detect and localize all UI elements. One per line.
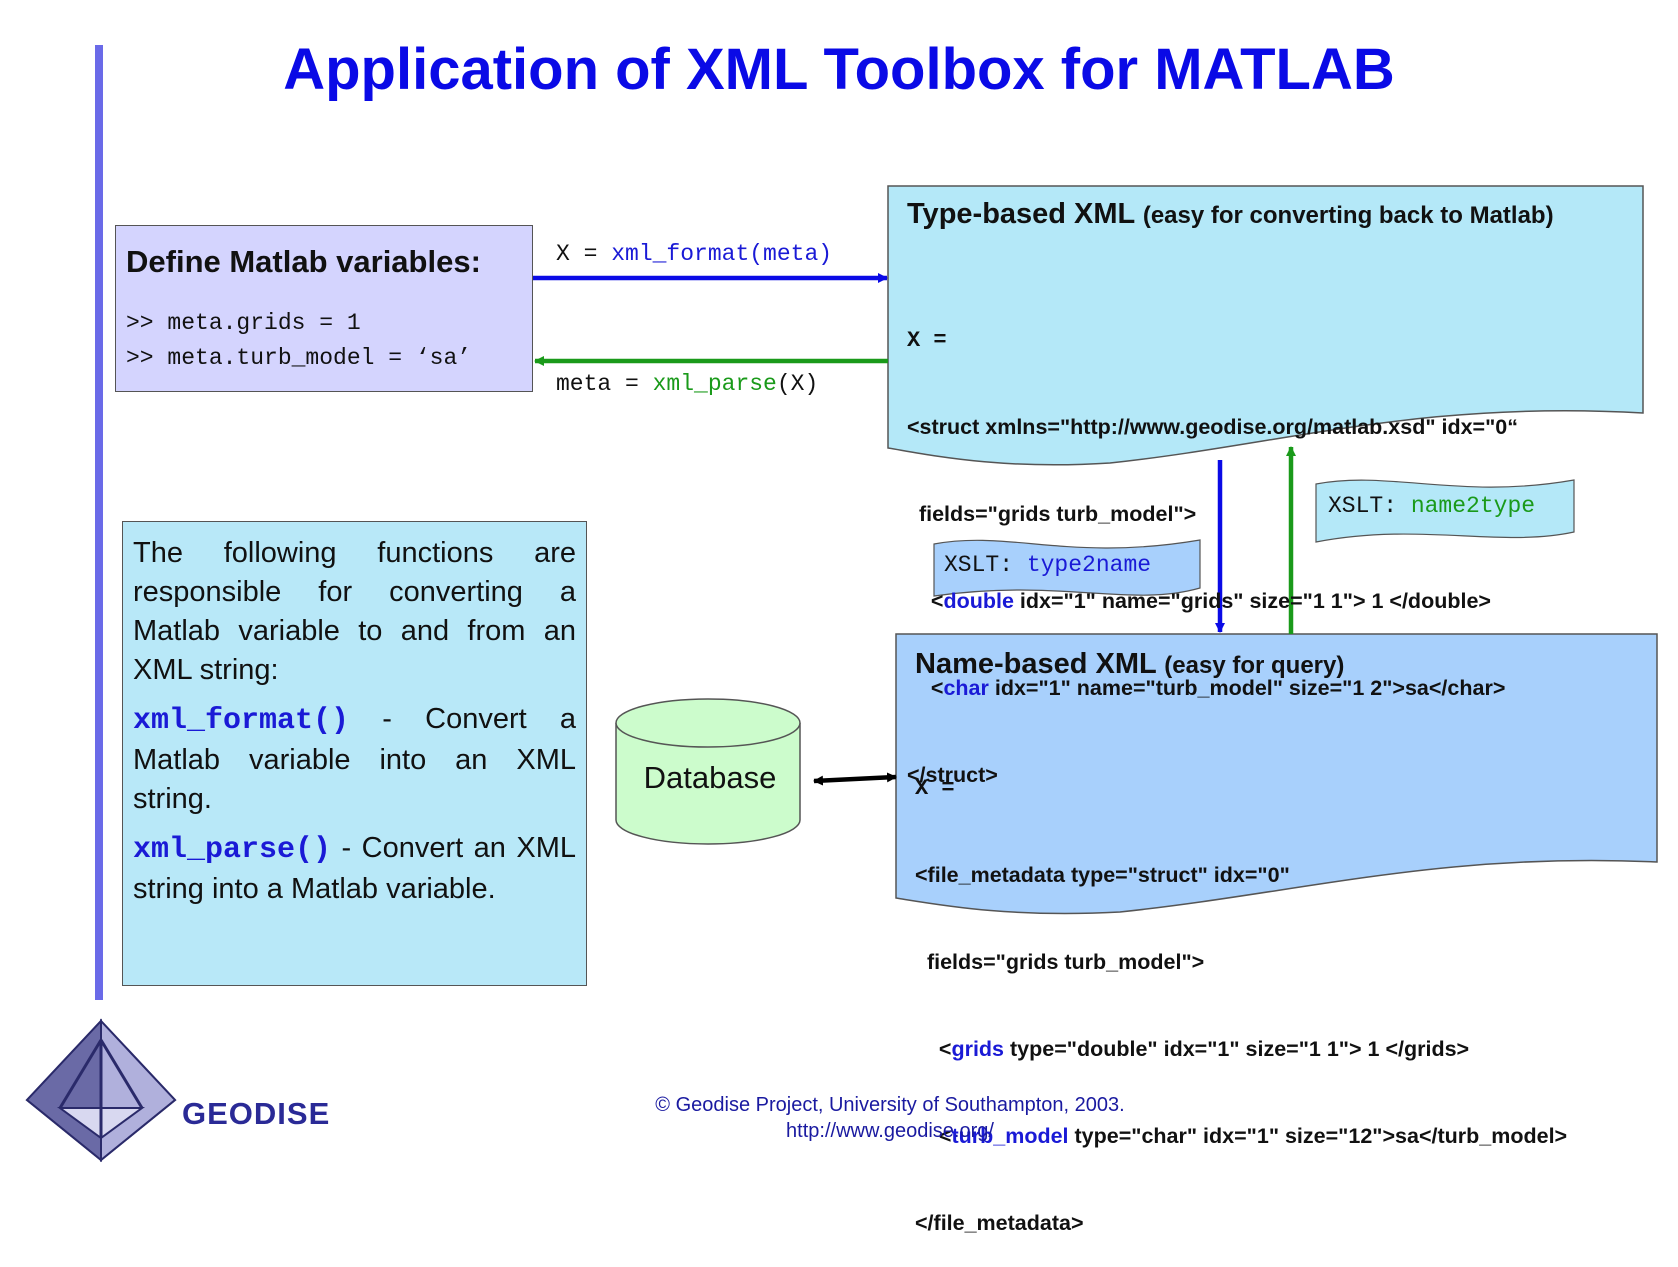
name-xml-line-3-rest: type="double" idx="1" size="1 1"> 1 </gr… bbox=[1004, 1037, 1470, 1061]
define-line-1: >> meta.grids = 1 bbox=[126, 310, 361, 336]
xslt-name2type-name: name2type bbox=[1410, 493, 1536, 519]
name-xml-subtitle: (easy for query) bbox=[1164, 652, 1345, 679]
format-call-func: xml_format(meta) bbox=[611, 241, 833, 267]
type-xml-content: X = <struct xmlns="http://www.geodise.or… bbox=[907, 268, 1518, 819]
define-variables-box: Define Matlab variables: >> meta.grids =… bbox=[115, 225, 533, 392]
name-xml-line-5: </file_metadata> bbox=[915, 1211, 1084, 1235]
xslt-type2name-label: XSLT: type2name bbox=[944, 552, 1151, 578]
name-xml-line-1: <file_metadata type="struct" idx="0" bbox=[915, 863, 1290, 887]
database-cylinder bbox=[615, 698, 801, 845]
name-xml-line-3: <grids type="double" idx="1" size="1 1">… bbox=[915, 1037, 1470, 1061]
type-xml-line-5: </struct> bbox=[907, 763, 998, 787]
parse-call-label: meta = xml_parse(X) bbox=[556, 371, 818, 397]
type-xml-line-4: <char idx="1" name="turb_model" size="1 … bbox=[907, 676, 1506, 700]
left-accent-bar bbox=[95, 45, 103, 1000]
type-xml-line-4-rest: idx="1" name="turb_model" size="1 2">sa<… bbox=[988, 676, 1506, 700]
type-xml-line-1: <struct xmlns="http://www.geodise.org/ma… bbox=[907, 415, 1519, 439]
info-xml-parse: xml_parse() - Convert an XML string into… bbox=[133, 829, 576, 909]
type-xml-line-3-rest: idx="1" name="grids" size="1 1"> 1 </dou… bbox=[1013, 589, 1491, 613]
footer-copyright: © Geodise Project, University of Southam… bbox=[655, 1094, 1125, 1116]
info-xml-format: xml_format() - Convert a Matlab variable… bbox=[133, 700, 576, 819]
define-heading: Define Matlab variables: bbox=[126, 244, 481, 279]
name-xml-content: X = <file_metadata type="struct" idx="0"… bbox=[915, 716, 1567, 1267]
type-xml-line-2: fields="grids turb_model"> bbox=[907, 502, 1197, 526]
name-xml-x-line: X = bbox=[915, 776, 955, 801]
type-xml-subtitle: (easy for converting back to Matlab) bbox=[1142, 202, 1554, 229]
define-line-2: >> meta.turb_model = ‘sa’ bbox=[126, 345, 472, 371]
diagram-graphics bbox=[25, 185, 1658, 1163]
xslt-type2name-prefix: XSLT: bbox=[944, 552, 1027, 578]
type-xml-tag-double: double bbox=[943, 589, 1014, 613]
page-title: Application of XML Toolbox for MATLAB bbox=[283, 37, 1395, 102]
info-box: The following functions are responsible … bbox=[122, 521, 587, 986]
type-xml-x-line: X = bbox=[907, 328, 947, 353]
format-call-prefix: X = bbox=[556, 241, 612, 267]
name-xml-title: Name-based XML bbox=[915, 648, 1157, 680]
name-xml-tag-turb-model: turb_model bbox=[951, 1124, 1069, 1148]
name-xml-line-4-rest: type="char" idx="1" size="12">sa</turb_m… bbox=[1068, 1124, 1568, 1148]
name-xml-line-2: fields="grids turb_model"> bbox=[915, 950, 1205, 974]
type-xml-heading: Type-based XML (easy for converting back… bbox=[907, 198, 1554, 231]
xslt-name2type-prefix: XSLT: bbox=[1328, 493, 1411, 519]
info-fn-xml-parse-desc: - Convert an XML string into a Matlab va… bbox=[133, 832, 576, 905]
parse-call-func: xml_parse bbox=[652, 371, 777, 397]
parse-call-prefix: meta = bbox=[556, 371, 653, 397]
database-label: Database bbox=[643, 760, 777, 795]
name-xml-box-shape bbox=[895, 633, 1658, 915]
name-xml-line-4: <turb_model type="char" idx="1" size="12… bbox=[915, 1124, 1568, 1148]
type-xml-line-3: <double idx="1" name="grids" size="1 1">… bbox=[907, 589, 1491, 613]
xslt-name2type-flag bbox=[1315, 479, 1575, 543]
type-xml-title: Type-based XML bbox=[907, 198, 1135, 230]
format-call-label: X = xml_format(meta) bbox=[556, 241, 832, 267]
name-xml-heading: Name-based XML (easy for query) bbox=[915, 648, 1344, 681]
database-arrow bbox=[813, 772, 897, 786]
info-intro: The following functions are responsible … bbox=[133, 537, 576, 686]
geodise-logo-icon bbox=[25, 1018, 177, 1163]
geodise-logo-text: GEODISE bbox=[182, 1096, 331, 1131]
parse-call-suffix: (X) bbox=[776, 371, 819, 397]
footer-url[interactable]: http://www.geodise.org/ bbox=[786, 1120, 994, 1142]
xslt-type2name-flag bbox=[933, 539, 1201, 597]
info-fn-xml-parse: xml_parse() bbox=[133, 833, 332, 867]
info-fn-xml-format: xml_format() bbox=[133, 704, 350, 738]
xslt-name2type-label: XSLT: name2type bbox=[1328, 493, 1535, 519]
info-fn-xml-format-desc: - Convert a Matlab variable into an XML … bbox=[133, 703, 576, 815]
type-xml-tag-char: char bbox=[943, 676, 989, 700]
type-xml-box-shape bbox=[887, 185, 1644, 466]
xslt-type2name-name: type2name bbox=[1026, 552, 1152, 578]
name-xml-tag-grids: grids bbox=[951, 1037, 1005, 1061]
